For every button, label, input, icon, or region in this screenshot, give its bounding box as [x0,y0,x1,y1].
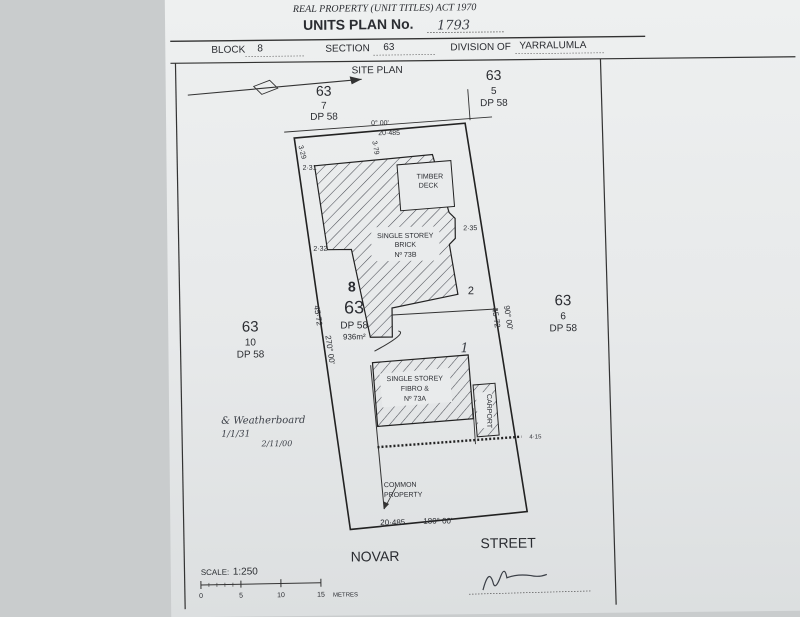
bottom-length: 20·485 [380,518,406,527]
subject-section: 63 [344,297,364,317]
svg-text:2/11/00: 2/11/00 [260,439,292,448]
front-building-label-1: SINGLE STOREY [387,375,444,383]
site-plan-top-rule [170,57,795,64]
block-label: BLOCK [211,45,245,56]
svg-text:63: 63 [555,292,572,309]
block-value: 8 [257,43,263,54]
dim-2-35: 2·35 [463,225,477,232]
rear-building-label-2: BRICK [395,242,417,249]
scale-tick-10: 10 [277,592,285,599]
unit-1-label: 1 [460,341,468,356]
dim-2-32: 2·32 [313,246,327,253]
bottom-bearing: 180° 00' [423,516,453,525]
street-name-word-2: STREET [480,535,536,552]
svg-text:& Weatherboard: & Weatherboard [221,415,305,427]
unit-divider [392,309,498,315]
division-underline [515,53,605,54]
units-plan-drawing: REAL PROPERTY (UNIT TITLES) ACT 1970 UNI… [165,0,800,617]
unit-2-label: 2 [468,285,474,297]
block-underline [245,56,305,57]
survey-sheet: REAL PROPERTY (UNIT TITLES) ACT 1970 UNI… [165,0,800,617]
svg-text:DP 58: DP 58 [310,112,338,123]
act-title: REAL PROPERTY (UNIT TITLES) ACT 1970 [292,2,477,15]
svg-text:10: 10 [245,337,257,348]
scale-unit: METRES [333,592,358,598]
svg-text:DP 58: DP 58 [480,98,508,109]
subject-area: 936m² [343,332,366,341]
scale-value: 1:250 [233,566,259,577]
neighbor-top-left: 63 7 DP 58 [310,83,338,123]
fence-line [377,437,521,448]
plan-number: 1793 [437,18,470,33]
left-length: 45·72 [312,305,324,327]
signature-line [469,591,591,594]
scale-tick-5: 5 [239,593,243,600]
rear-building-label-1: SINGLE STOREY [377,233,434,241]
scale-tick-15: 15 [317,592,325,599]
front-building-label-3: Nº 73A [404,396,426,403]
svg-text:1/1/31: 1/1/31 [221,429,250,439]
carport-label: CARPORT [485,394,492,429]
frame-right [600,59,616,605]
svg-text:63: 63 [486,67,502,83]
neighbor-left: 63 10 DP 58 [236,318,264,360]
deck-label-1: TIMBER [417,173,444,180]
side-boundary-line [468,89,470,120]
svg-text:DP 58: DP 58 [237,349,265,360]
subject-block: 8 [348,278,356,294]
svg-text:5: 5 [491,86,497,97]
top-length: 20·485 [378,130,400,137]
section-underline [373,55,435,56]
dim-4-15: 4·15 [529,434,542,440]
right-length: 45·72 [490,307,502,329]
deck-label-2: DECK [419,183,439,190]
svg-text:63: 63 [242,318,259,335]
neighbor-top-right: 63 5 DP 58 [480,67,508,109]
subject-dp: DP 58 [340,320,368,331]
right-bearing: 90° 00' [502,305,515,331]
rear-building-label-3: Nº 73B [394,252,416,259]
top-bearing: 0° 00' [371,119,389,127]
division-label: DIVISION OF [450,42,511,54]
neighbor-right: 63 6 DP 58 [549,292,577,334]
plan-title: UNITS PLAN No. [303,16,414,33]
dim-3-79: 3·79 [370,140,379,155]
scale-label: SCALE: [201,568,230,577]
section-label: SECTION [325,43,370,54]
common-property-label-2: PROPERTY [384,492,423,499]
frame-left [175,63,185,609]
handwritten-annotation: & Weatherboard 1/1/31 2/11/00 [221,415,305,449]
north-arrow-icon [188,76,362,95]
svg-text:6: 6 [560,311,566,322]
site-plan-title: SITE PLAN [351,65,402,77]
common-property-label-1: COMMON [384,482,417,489]
surveyor-signature [483,571,547,590]
dim-3-29: 3·29 [296,145,307,160]
front-building-label-2: FIBRO & [401,386,429,393]
svg-text:DP 58: DP 58 [549,323,577,334]
svg-text:63: 63 [316,83,332,99]
division-value: YARRALUMLA [519,40,586,52]
svg-text:7: 7 [321,101,327,112]
street-name-word-1: NOVAR [351,548,400,565]
scale-bar [201,579,321,589]
section-value: 63 [383,42,395,53]
scale-tick-0: 0 [199,593,203,600]
